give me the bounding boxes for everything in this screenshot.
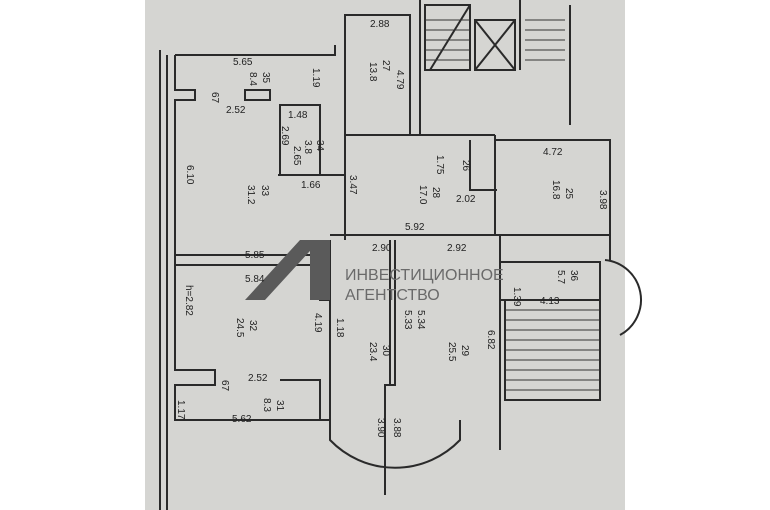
room-area: 25.5 bbox=[446, 342, 457, 362]
room-number: 32 bbox=[247, 320, 258, 332]
watermark-logo bbox=[245, 240, 320, 300]
dimension: 1.75 bbox=[434, 155, 445, 175]
dimension: 3.98 bbox=[597, 190, 608, 210]
room-number: 27 bbox=[380, 60, 391, 72]
dimension: 2.88 bbox=[370, 19, 390, 30]
dimension: 6.10 bbox=[184, 165, 195, 185]
dimension: 2.90 bbox=[372, 243, 392, 254]
room-labels: 27 13.8 35 8.4 34 3.8 33 31.2 28 17.0 26… bbox=[234, 60, 579, 412]
room-number: 25 bbox=[563, 188, 574, 200]
room-number: 35 bbox=[260, 72, 271, 84]
room-area: 17.0 bbox=[417, 185, 428, 205]
dimension: 2.92 bbox=[447, 243, 467, 254]
dimension: 5.33 bbox=[402, 310, 413, 330]
room-number: 36 bbox=[568, 270, 579, 282]
room-area: 8.3 bbox=[261, 398, 272, 412]
dimension: 4.19 bbox=[312, 313, 323, 333]
dimension: 1.19 bbox=[310, 68, 321, 88]
stairs bbox=[425, 19, 600, 391]
room-number: 26 bbox=[460, 160, 471, 172]
room-number: 33 bbox=[259, 185, 270, 197]
room-area: 31.2 bbox=[245, 185, 256, 205]
dimension: h=2.82 bbox=[183, 285, 194, 316]
dimension: 5.62 bbox=[232, 414, 252, 425]
dimension: 4.72 bbox=[543, 147, 563, 158]
watermark: ИНВЕСТИЦИОННОЕ АГЕНТСТВО bbox=[245, 240, 504, 304]
dimension: 2.52 bbox=[248, 373, 268, 384]
room-number: 28 bbox=[430, 187, 441, 199]
dimension: 1.66 bbox=[301, 180, 321, 191]
room-number: 31 bbox=[274, 400, 285, 412]
dimension: 2.52 bbox=[226, 105, 246, 116]
dimension: 67 bbox=[209, 92, 220, 104]
room-number: 29 bbox=[459, 345, 470, 357]
dimension: 4.13 bbox=[540, 296, 560, 307]
room-area: 24.5 bbox=[234, 318, 245, 338]
dimension: 1.39 bbox=[511, 287, 522, 307]
dimension: 5.92 bbox=[405, 222, 425, 233]
dimension: 5.85 bbox=[245, 250, 265, 261]
dimension: 6.82 bbox=[485, 330, 496, 350]
room-area: 8.4 bbox=[247, 72, 258, 86]
dimension: 5.34 bbox=[415, 310, 426, 330]
watermark-line1: ИНВЕСТИЦИОННОЕ bbox=[345, 267, 504, 284]
room-area: 5.7 bbox=[555, 270, 566, 284]
room-number: 30 bbox=[380, 345, 391, 357]
dimension: 3.47 bbox=[347, 175, 358, 195]
room-area: 13.8 bbox=[367, 62, 378, 82]
dimension: 1.17 bbox=[175, 400, 186, 420]
dimension: 1.48 bbox=[288, 110, 308, 121]
room-area: 23.4 bbox=[367, 342, 378, 362]
dimension: 2.69 bbox=[279, 126, 290, 146]
room-area: 3.8 bbox=[302, 140, 313, 154]
room-number: 34 bbox=[314, 140, 325, 152]
room-area: 16.8 bbox=[550, 180, 561, 200]
dimension: 4.79 bbox=[394, 70, 405, 90]
dimension: 2.65 bbox=[291, 146, 302, 166]
dimension-labels: 2.88 4.79 5.65 1.19 67 2.52 1.48 2.69 2.… bbox=[175, 19, 608, 438]
walls bbox=[159, 0, 642, 510]
dimension: 3.90 bbox=[375, 418, 386, 438]
dimension: 67 bbox=[219, 380, 230, 392]
dimension: 2.02 bbox=[456, 194, 476, 205]
dimension: 3.88 bbox=[391, 418, 402, 438]
watermark-line2: АГЕНТСТВО bbox=[345, 287, 440, 304]
dimension: 1.18 bbox=[334, 318, 345, 338]
dimension: 5.65 bbox=[233, 57, 253, 68]
dimension: 5.84 bbox=[245, 274, 265, 285]
